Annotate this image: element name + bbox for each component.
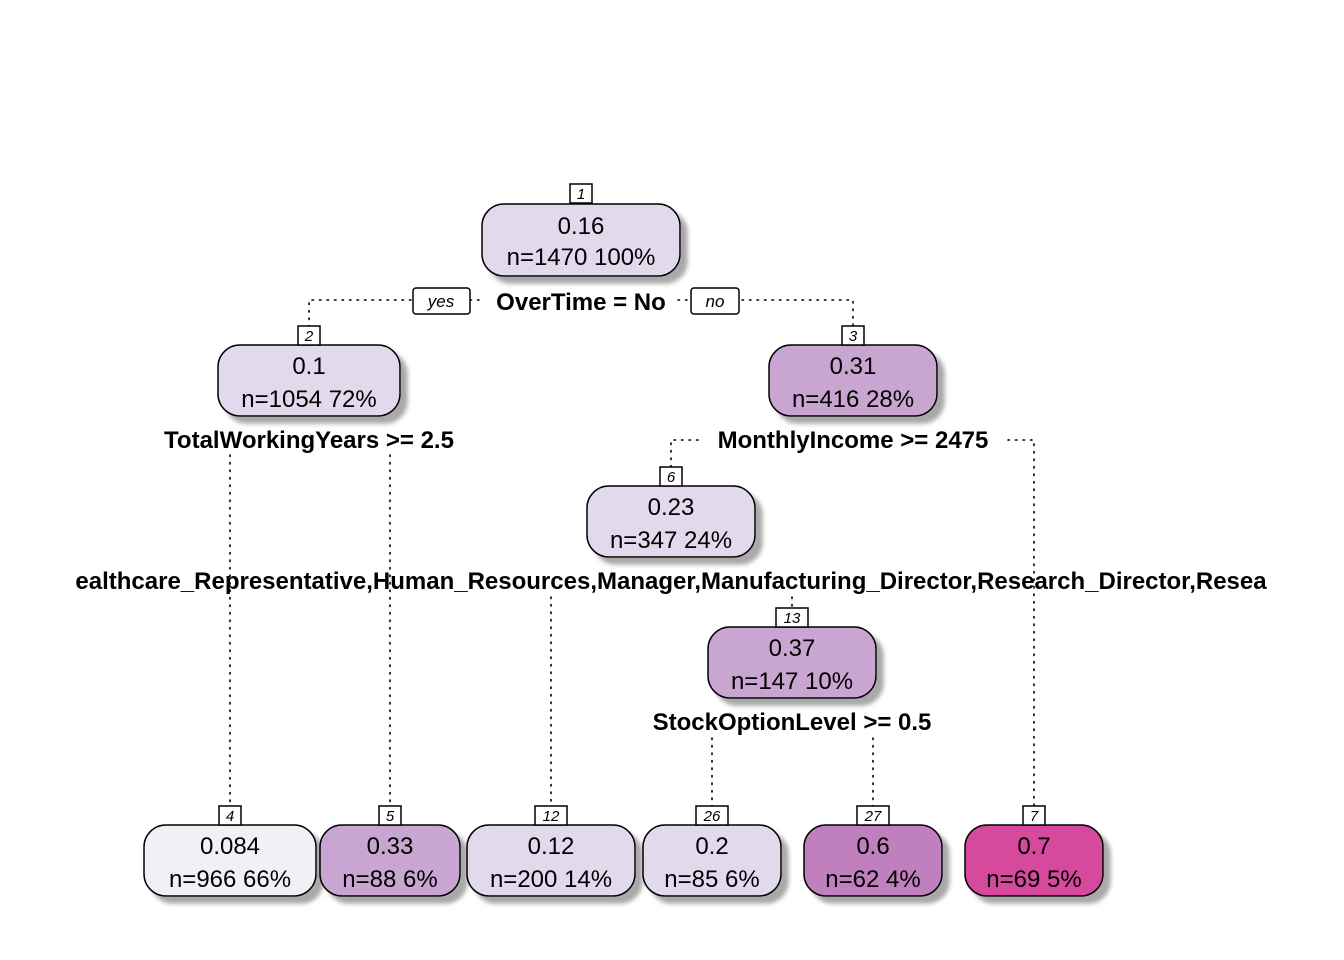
edge-1-2 <box>308 299 413 328</box>
node-id-box <box>1022 805 1046 826</box>
node-id-box <box>569 183 593 204</box>
branch-yes-tag: yes <box>412 287 471 315</box>
node-info: n=416 28% <box>792 386 914 413</box>
node-id: 4 <box>226 808 234 825</box>
node-value: 0.084 <box>200 833 260 860</box>
tree-node-1: 1 0.16 n=1470 100% <box>481 183 681 277</box>
node-value: 0.6 <box>856 833 889 860</box>
node-id: 13 <box>784 610 801 627</box>
node-info: n=1054 72% <box>241 386 376 413</box>
edge-1-3 <box>741 299 854 328</box>
node-id: 5 <box>386 808 395 825</box>
branch-no-label: no <box>706 292 725 311</box>
node-value: 0.16 <box>558 213 605 240</box>
node-info: n=85 6% <box>664 866 759 893</box>
tree-leaf-7: 7 0.7 n=69 5% <box>964 805 1104 897</box>
split-labels: OverTime = No TotalWorkingYears >= 2.5 M… <box>75 289 1267 736</box>
node-id: 7 <box>1030 808 1039 825</box>
node-id: 6 <box>667 469 676 486</box>
node-id: 3 <box>849 328 858 345</box>
node-value: 0.12 <box>528 833 575 860</box>
node-value: 0.2 <box>695 833 728 860</box>
tree-leaf-5: 5 0.33 n=88 6% <box>319 805 461 897</box>
split-node-3: MonthlyIncome >= 2475 <box>718 427 989 454</box>
node-info: n=69 5% <box>986 866 1081 893</box>
tree-node-6: 6 0.23 n=347 24% <box>586 466 756 558</box>
split-node-6: ealthcare_Representative,Human_Resources… <box>75 568 1267 595</box>
node-id: 1 <box>577 186 585 203</box>
tree-leaf-26: 26 0.2 n=85 6% <box>642 805 782 897</box>
split-node-13: StockOptionLevel >= 0.5 <box>653 709 932 736</box>
tree-leaf-4: 4 0.084 n=966 66% <box>143 805 317 897</box>
node-id-box <box>297 325 321 346</box>
node-info: n=966 66% <box>169 866 291 893</box>
split-node-2: TotalWorkingYears >= 2.5 <box>164 427 454 454</box>
node-info: n=1470 100% <box>507 244 656 271</box>
node-id-box <box>218 805 242 826</box>
node-value: 0.23 <box>648 494 695 521</box>
node-box <box>481 203 681 277</box>
node-id: 12 <box>543 808 560 825</box>
node-id-box <box>775 607 809 628</box>
tree-leaf-12: 12 0.12 n=200 14% <box>466 805 636 897</box>
split-node-1: OverTime = No <box>496 289 666 316</box>
node-value: 0.37 <box>769 635 816 662</box>
tree-node-2: 2 0.1 n=1054 72% <box>217 325 401 417</box>
node-id-box <box>659 466 683 487</box>
edge-3-7 <box>1007 439 1035 807</box>
node-id: 2 <box>304 328 314 345</box>
node-value: 0.33 <box>367 833 414 860</box>
node-info: n=200 14% <box>490 866 612 893</box>
edge-3-6 <box>670 439 699 468</box>
node-info: n=347 24% <box>610 527 732 554</box>
node-info: n=147 10% <box>731 668 853 695</box>
node-id-box <box>856 805 890 826</box>
tree-leaf-27: 27 0.6 n=62 4% <box>803 805 943 897</box>
branch-no-tag: no <box>690 287 740 315</box>
node-id: 26 <box>703 808 721 825</box>
node-id-box <box>534 805 568 826</box>
tree-node-3: 3 0.31 n=416 28% <box>768 325 938 417</box>
tree-edges <box>229 299 1035 807</box>
node-value: 0.7 <box>1017 833 1050 860</box>
node-id-box <box>378 805 402 826</box>
node-info: n=62 4% <box>825 866 920 893</box>
node-id-box <box>695 805 729 826</box>
node-id: 27 <box>864 808 882 825</box>
node-value: 0.1 <box>292 353 325 380</box>
node-value: 0.31 <box>830 353 877 380</box>
tree-node-13: 13 0.37 n=147 10% <box>707 607 877 699</box>
node-id-box <box>841 325 865 346</box>
node-info: n=88 6% <box>342 866 437 893</box>
branch-yes-label: yes <box>427 292 455 311</box>
